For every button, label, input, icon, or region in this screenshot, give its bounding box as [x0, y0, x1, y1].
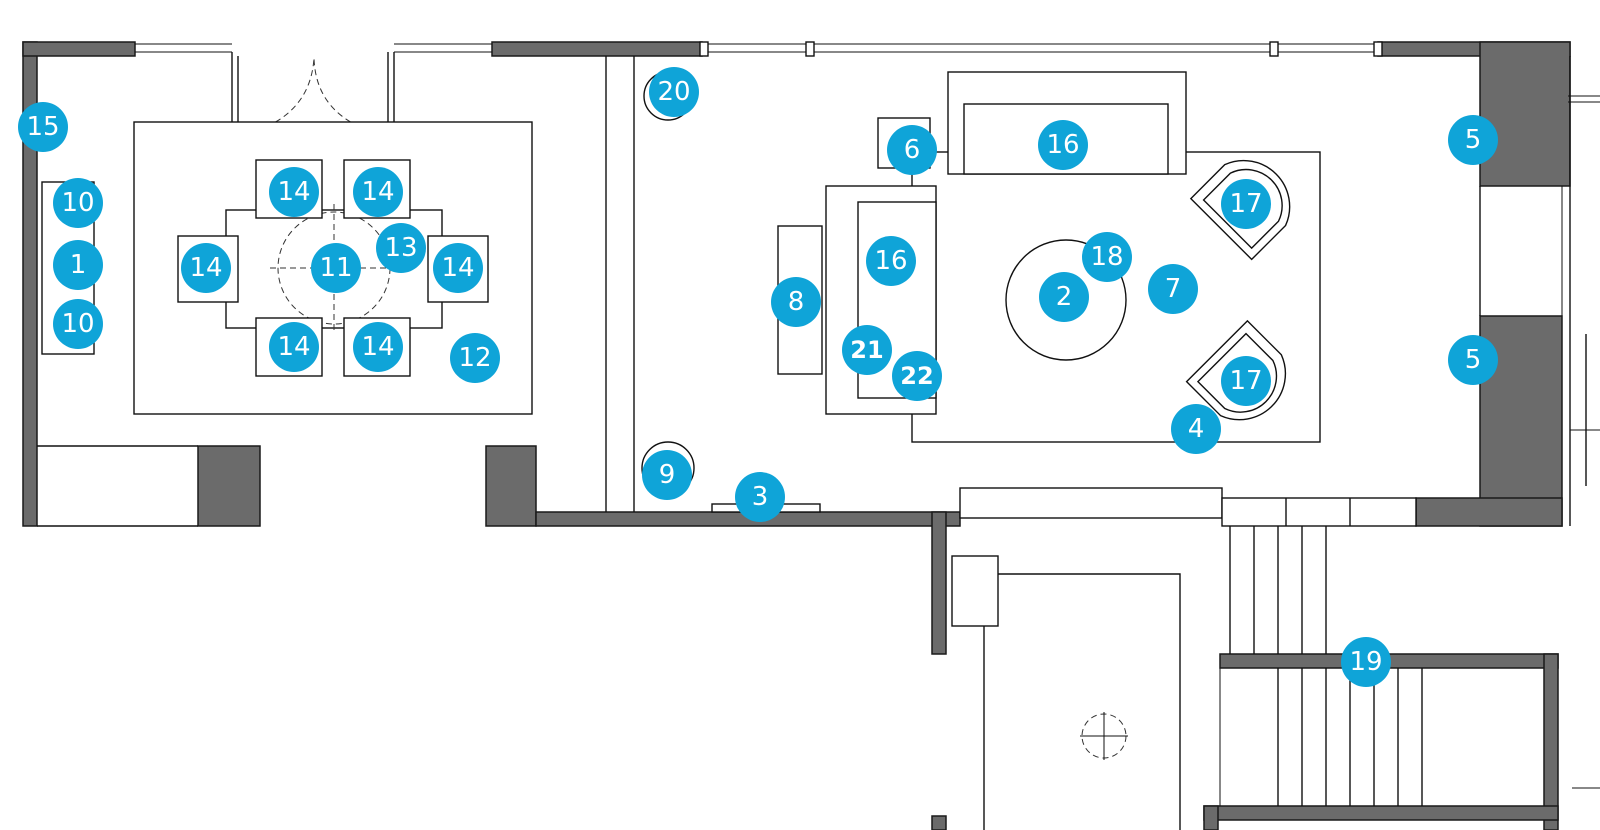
marker-label: 16 [874, 246, 907, 276]
marker-19[interactable]: 19 [1341, 637, 1391, 687]
marker-label: 14 [277, 332, 310, 362]
marker-label: 4 [1188, 414, 1205, 444]
marker-label: 14 [189, 253, 222, 283]
marker-10[interactable]: 10 [53, 299, 103, 349]
marker-6[interactable]: 6 [887, 125, 937, 175]
wall-right-upper [1479, 41, 1571, 187]
marker-label: 10 [61, 309, 94, 339]
marker-14[interactable]: 14 [433, 243, 483, 293]
marker-label: 10 [61, 188, 94, 218]
marker-16[interactable]: 16 [1038, 120, 1088, 170]
marker-7[interactable]: 7 [1148, 264, 1198, 314]
marker-label: 20 [657, 77, 690, 107]
marker-label: 7 [1165, 274, 1182, 304]
marker-18[interactable]: 18 [1082, 232, 1132, 282]
wall-top-middle [491, 41, 703, 57]
bench [959, 487, 1223, 519]
marker-14[interactable]: 14 [269, 322, 319, 372]
marker-1[interactable]: 1 [53, 240, 103, 290]
marker-13[interactable]: 13 [376, 223, 426, 273]
marker-label: 16 [1046, 130, 1079, 160]
marker-16[interactable]: 16 [866, 236, 916, 286]
wall-bottom-left-block [197, 445, 261, 527]
marker-label: 11 [319, 253, 352, 283]
hall-stairs [951, 526, 1600, 830]
marker-5[interactable]: 5 [1448, 335, 1498, 385]
marker-label: 5 [1465, 345, 1482, 375]
marker-20[interactable]: 20 [649, 67, 699, 117]
marker-label: 21 [850, 336, 883, 364]
marker-label: 19 [1349, 647, 1382, 677]
wall-stair-bottom [1203, 805, 1559, 821]
marker-label: 17 [1229, 366, 1262, 396]
marker-label: 14 [441, 253, 474, 283]
markers: 1 2 3 4 5 5 6 7 8 9 10 1 [18, 67, 1498, 687]
marker-17[interactable]: 17 [1221, 356, 1271, 406]
marker-3[interactable]: 3 [735, 472, 785, 522]
marker-10[interactable]: 10 [53, 178, 103, 228]
marker-9[interactable]: 9 [642, 450, 692, 500]
wall-stub-bottom [931, 815, 947, 830]
marker-12[interactable]: 12 [450, 333, 500, 383]
marker-label: 9 [659, 460, 676, 490]
marker-14[interactable]: 14 [269, 167, 319, 217]
marker-label: 6 [904, 135, 921, 165]
wall-top-left [22, 41, 136, 57]
living-area [641, 71, 1417, 527]
marker-label: 12 [458, 343, 491, 373]
marker-label: 22 [900, 362, 933, 390]
marker-label: 15 [26, 112, 59, 142]
marker-21[interactable]: 21 [842, 325, 892, 375]
partitions [37, 56, 1571, 527]
marker-label: 5 [1465, 125, 1482, 155]
marker-label: 17 [1229, 189, 1262, 219]
step [1221, 497, 1417, 527]
marker-label: 14 [277, 177, 310, 207]
marker-label: 3 [752, 482, 769, 512]
marker-8[interactable]: 8 [771, 277, 821, 327]
marker-14[interactable]: 14 [353, 167, 403, 217]
marker-label: 8 [788, 287, 805, 317]
wall-stub [931, 511, 947, 655]
marker-label: 13 [384, 233, 417, 263]
marker-11[interactable]: 11 [311, 243, 361, 293]
wall-stair-left [1203, 805, 1219, 830]
marker-5[interactable]: 5 [1448, 115, 1498, 165]
marker-15[interactable]: 15 [18, 102, 68, 152]
marker-14[interactable]: 14 [353, 322, 403, 372]
marker-label: 1 [70, 250, 87, 280]
marker-2[interactable]: 2 [1039, 272, 1089, 322]
marker-22[interactable]: 22 [892, 351, 942, 401]
marker-17[interactable]: 17 [1221, 179, 1271, 229]
cabinet [951, 555, 999, 627]
marker-label: 18 [1090, 242, 1123, 272]
marker-label: 2 [1056, 282, 1073, 312]
wall-bottom-right [1415, 497, 1563, 527]
marker-14[interactable]: 14 [181, 243, 231, 293]
marker-label: 14 [361, 332, 394, 362]
marker-label: 14 [361, 177, 394, 207]
marker-4[interactable]: 4 [1171, 404, 1221, 454]
windows [135, 41, 1600, 486]
wall-bottom-middle-block [485, 445, 537, 527]
wall-stair-right [1543, 653, 1559, 830]
